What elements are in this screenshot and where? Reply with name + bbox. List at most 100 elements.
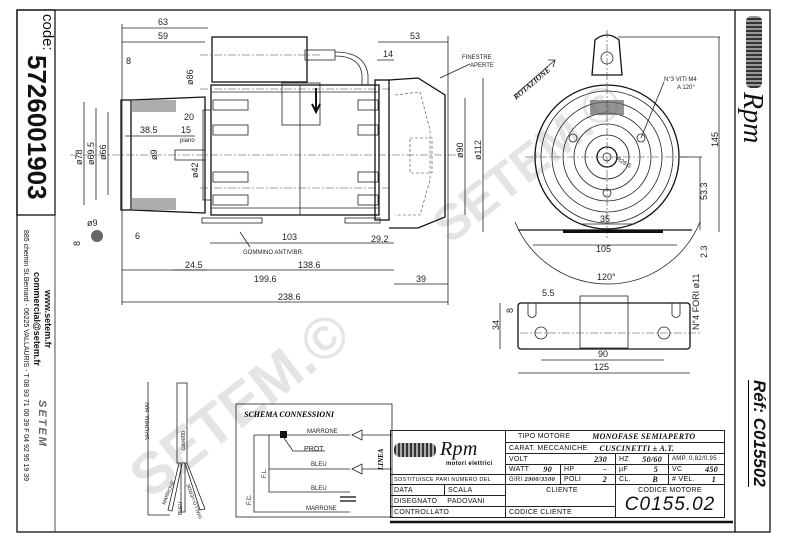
dimension-label: 8 [126,56,131,66]
dimension-label: 38.5 [140,125,158,135]
dimension-label: ROTAZIONE [511,65,553,102]
dimension-label: A 120° [677,85,695,91]
dimension-label: ø86 [185,69,195,85]
dimension-label: BLEU [311,462,327,468]
codice-cliente-label: CODICE CLIENTE [505,506,616,518]
side-dimension-lines [83,24,484,305]
dimension-label: GIALLO-VERDE [185,482,204,519]
dimension-label: 29.2 [371,234,389,244]
dimension-label: 90 [598,349,608,359]
address-text: 885 chemin St.Bernard - 06225 VALLAURIS … [22,230,29,481]
dimension-label: R26.5 [615,157,632,171]
vc-label: VC [672,466,683,473]
dimension-label: 35 [600,214,610,224]
dimension-label: 53 [410,31,420,41]
hp-label: HP [564,466,575,473]
dimension-label: 53.3 [699,182,709,200]
giri-value: 2900/3500 [524,476,556,483]
dimension-label: GOMMINO ANTIVIBR. [243,250,304,256]
amp-label: AMP. [672,456,688,462]
hz-value: 50/60 [642,454,662,464]
front-view [514,30,701,285]
dimension-label: BLEU [178,502,184,515]
carat-label: CARAT. MECCANICHE [509,444,588,452]
dimension-label: 14 [383,49,393,59]
dimension-label: ø9 [149,149,159,160]
title-block-logo: Rpm motori elettrici [390,430,506,475]
dimension-label: 138.6 [298,260,321,270]
dimension-label: 63 [158,17,168,27]
uf-label: µF [619,466,628,473]
dimension-label: ø9 [87,218,98,228]
vel-value: 1 [711,475,716,484]
dimension-label: 199.6 [254,274,277,284]
dimension-label: ø112 [473,140,483,160]
volt-label: VOLT [509,455,528,463]
cl-value: B [652,475,658,484]
uf-value: 5 [653,465,658,474]
dimension-label: F.L. [262,468,268,478]
connection-schema: SCHEMA CONNESSIONI MARRONE PROT. BLEU LI… [235,403,393,518]
dimension-label: ø78 [74,149,84,165]
dimension-label: 34 [491,320,501,330]
dimension-label: 145 [710,132,720,147]
vel-label: # VEL. [672,476,695,483]
dimension-label: 125 [594,362,609,372]
dimension-label: 24.5 [185,260,203,270]
disegnato-value: PADOVANI [447,497,485,505]
dimension-label: 5.5 [542,288,555,298]
dimension-label: 39 [416,274,426,284]
dimension-label: ø69.5 [86,142,96,165]
dimension-label: ø90 [455,142,465,158]
hz-label: HZ [619,455,629,463]
rpm-coils-icon [394,442,436,457]
amp-value: 0.82/0.95 [689,456,717,462]
tipo-motore-label: TIPO MOTORE [518,433,571,440]
dimension-label: MARRONE [306,506,337,512]
dimension-label: 59 [158,31,168,41]
side-dimension-labels: 63 59 53 14 8 ø86 20 38.5 15 piano ø78 ø… [72,17,494,302]
dimension-label: BLEU [311,486,327,492]
codice-motore-label: CODICE MOTORE [638,487,702,494]
dimension-label: 8 [72,241,82,246]
dimension-label: SETEM.© [118,300,362,510]
cliente-label: CLIENTE [505,484,616,507]
dimension-label: SCHEMA CONNESSIONI [244,410,335,419]
code-label: code: [39,14,56,51]
drawing-frame [16,9,771,533]
dimension-label: LINEA [377,448,385,471]
hp-value: – [602,466,607,473]
rpm-logo-coils-icon [746,16,762,88]
dimension-label: 8 [505,308,515,313]
dimension-label: F.C. [247,494,253,505]
controllato-label: CONTROLLATO [390,506,506,518]
codice-motore-value: C0155.02 [624,494,716,515]
vc-value: 450 [705,465,718,474]
dimension-label: ø66 [98,144,108,160]
title-logo-text: Rpm [440,438,478,460]
tipo-motore-value: MONOFASE SEMIAPERTO [592,432,696,441]
codice-motore-cell: CODICE MOTORE C0155.02 [615,484,725,518]
base-plate [499,295,700,374]
dimension-label: 103 [282,232,297,242]
website-link[interactable]: www.setem.fr [43,290,53,349]
title-logo-subtitle: motori elettrici [446,461,493,467]
dimension-label: 6 [135,231,140,241]
watt-label: WATT [509,466,530,473]
dimension-label: MARRONE [307,429,338,435]
dimension-label: 238.6 [278,292,301,302]
dimension-label: FINESTRE [462,55,492,61]
giri-label: GIRI [509,476,523,483]
dimension-label: piano [180,138,195,144]
dimension-label: SETEM.© [422,72,632,254]
cl-label: CL. [619,476,631,483]
email-link[interactable]: commercial@setem.fr [32,272,42,366]
code-value: 5726001903 [22,55,52,200]
dimension-label: PROT. [304,446,325,453]
side-view [70,36,460,242]
carat-value: CUSCINETTI ± A.T. [599,443,675,453]
volt-value: 230 [594,454,607,464]
dimension-label: APERTE [470,63,494,69]
dimension-label: ø42 [190,162,200,178]
dimension-label: 2.3 [699,245,709,258]
